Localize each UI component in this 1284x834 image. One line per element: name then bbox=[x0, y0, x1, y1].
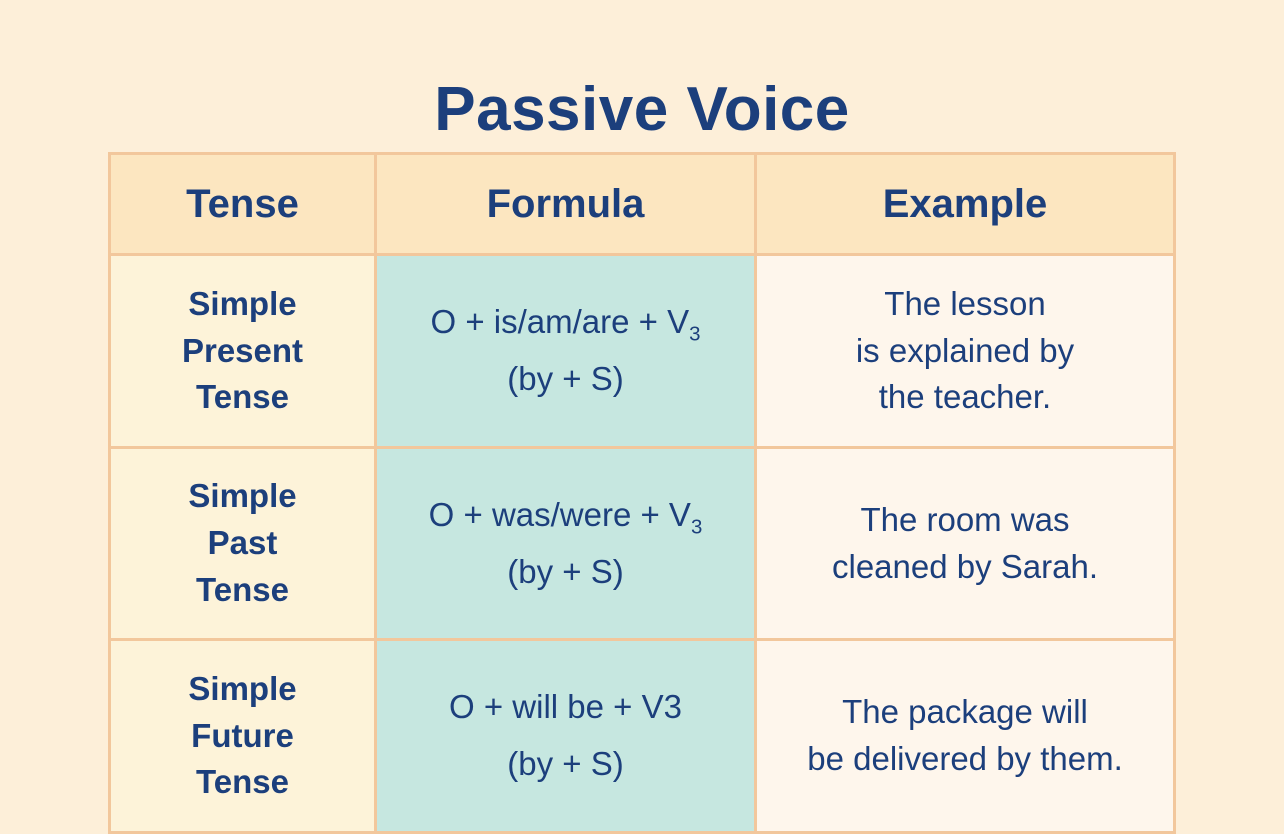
tense-line: Tense bbox=[196, 763, 289, 801]
tense-line: Simple bbox=[188, 669, 297, 707]
cell-formula: O + will be + V3 (by + S) bbox=[377, 641, 757, 834]
formula-line-agent: (by + S) bbox=[507, 552, 624, 590]
formula-line-main: O + was/were + V3 bbox=[377, 487, 754, 544]
page-title: Passive Voice bbox=[434, 74, 850, 144]
tense-line: Past bbox=[207, 524, 278, 562]
table-row: Simple Present Tense O + is/am/are + V3 … bbox=[111, 256, 1173, 449]
cell-example: The package will be delivered by them. bbox=[757, 641, 1173, 834]
tense-line: Present bbox=[181, 331, 304, 369]
formula-subscript: 3 bbox=[690, 515, 703, 539]
tense-line: Tense bbox=[196, 378, 289, 416]
table-row: Simple Past Tense O + was/were + V3 (by … bbox=[111, 449, 1173, 641]
cell-formula: O + is/am/are + V3 (by + S) bbox=[377, 256, 757, 449]
example-line: The lesson bbox=[884, 284, 1046, 322]
formula-subscript: 3 bbox=[689, 322, 701, 346]
table-header: Tense Formula Example bbox=[111, 155, 1173, 256]
formula-main-text: O + will be + V3 bbox=[449, 688, 682, 726]
tense-line: Simple bbox=[188, 284, 297, 322]
cell-tense: Simple Present Tense bbox=[111, 256, 377, 449]
tense-line: Future bbox=[191, 716, 294, 754]
table-header-row: Tense Formula Example bbox=[111, 155, 1173, 256]
column-header-tense: Tense bbox=[111, 155, 377, 256]
example-line: The room was bbox=[860, 500, 1070, 538]
table-body: Simple Present Tense O + is/am/are + V3 … bbox=[111, 256, 1173, 834]
cell-formula: O + was/were + V3 (by + S) bbox=[377, 449, 757, 641]
table-row: Simple Future Tense O + will be + V3 (by… bbox=[111, 641, 1173, 834]
cell-example: The room was cleaned by Sarah. bbox=[757, 449, 1173, 641]
formula-main-text: O + is/am/are + V bbox=[430, 303, 690, 341]
example-line: The package will bbox=[842, 693, 1088, 731]
formula-line-main: O + is/am/are + V3 bbox=[377, 294, 754, 351]
example-line: is explained by bbox=[855, 331, 1075, 369]
example-line: cleaned by Sarah. bbox=[831, 547, 1098, 585]
tense-line: Tense bbox=[196, 570, 289, 608]
passive-voice-table: Tense Formula Example Simple Present Ten… bbox=[108, 152, 1176, 834]
formula-line-agent: (by + S) bbox=[507, 360, 624, 397]
example-line: be delivered by them. bbox=[807, 740, 1123, 777]
column-header-example: Example bbox=[757, 155, 1173, 256]
example-line: the teacher. bbox=[878, 378, 1052, 416]
column-header-formula: Formula bbox=[377, 155, 757, 256]
cell-example: The lesson is explained by the teacher. bbox=[757, 256, 1173, 449]
cell-tense: Simple Past Tense bbox=[111, 449, 377, 641]
formula-line-agent: (by + S) bbox=[507, 745, 624, 782]
formula-main-text: O + was/were + V bbox=[428, 495, 691, 533]
formula-line-main: O + will be + V3 bbox=[377, 679, 754, 736]
cell-tense: Simple Future Tense bbox=[111, 641, 377, 834]
tense-line: Simple bbox=[188, 477, 297, 515]
